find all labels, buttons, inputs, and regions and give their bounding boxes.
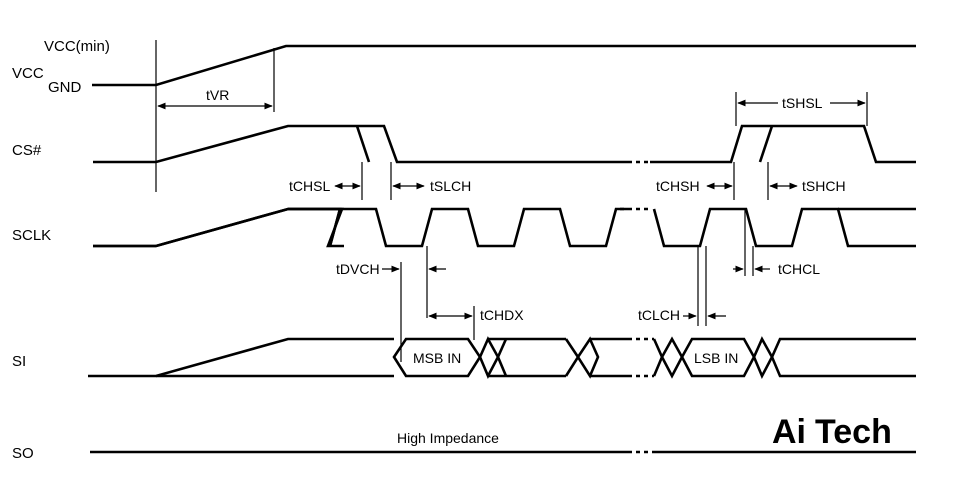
cs-label: CS# bbox=[12, 142, 42, 159]
sclk-waveform-left bbox=[93, 207, 342, 248]
tdvch-label: tDVCH bbox=[336, 261, 380, 277]
tchcl-label: tCHCL bbox=[778, 261, 820, 277]
aitech-logo: Ai Tech bbox=[772, 413, 892, 451]
cs-waveform-alt-rise bbox=[758, 125, 774, 163]
tslch-label: tSLCH bbox=[430, 178, 471, 194]
logo-ai-text: Ai bbox=[772, 413, 806, 451]
si-ramp bbox=[88, 337, 394, 378]
tshch-label: tSHCH bbox=[802, 178, 846, 194]
si-msb-in-label: MSB IN bbox=[413, 350, 461, 366]
sclk-label: SCLK bbox=[12, 227, 51, 244]
si-cross-5 bbox=[660, 336, 684, 379]
si-cross-4 bbox=[652, 338, 664, 377]
si-tail-bottom bbox=[770, 356, 916, 378]
logo-tech-text: Tech bbox=[815, 413, 892, 451]
tclch-label: tCLCH bbox=[638, 307, 680, 323]
tchsh-label: tCHSH bbox=[656, 178, 700, 194]
si-cross-3 bbox=[564, 336, 600, 379]
cs-waveform-left bbox=[93, 124, 628, 164]
sclk-waveform-right bbox=[652, 207, 916, 248]
so-label: SO bbox=[12, 445, 34, 462]
vcc-waveform bbox=[92, 44, 916, 87]
si-cross-6 bbox=[752, 336, 774, 380]
si-cross-1 bbox=[478, 336, 500, 380]
tshsl-label: tSHSL bbox=[782, 95, 823, 111]
si-tail bbox=[770, 337, 916, 358]
si-cross-2b bbox=[496, 356, 508, 377]
sclk-leading-edge bbox=[328, 208, 342, 247]
tchsl-label: tCHSL bbox=[289, 178, 330, 194]
gnd-label: GND bbox=[48, 79, 82, 96]
si-lsb-in-label: LSB IN bbox=[694, 350, 738, 366]
so-high-impedance-label: High Impedance bbox=[397, 430, 499, 446]
si-label: SI bbox=[12, 353, 26, 370]
cs-waveform-right bbox=[650, 124, 916, 164]
vcc-min-label: VCC(min) bbox=[44, 38, 110, 55]
si-cross-2 bbox=[496, 338, 508, 358]
tvr-label: tVR bbox=[206, 87, 229, 103]
sclk-pulses bbox=[155, 207, 628, 248]
cs-waveform-alt-edge bbox=[355, 125, 371, 163]
tchdx-label: tCHDX bbox=[480, 307, 524, 323]
vcc-label: VCC bbox=[12, 65, 44, 82]
